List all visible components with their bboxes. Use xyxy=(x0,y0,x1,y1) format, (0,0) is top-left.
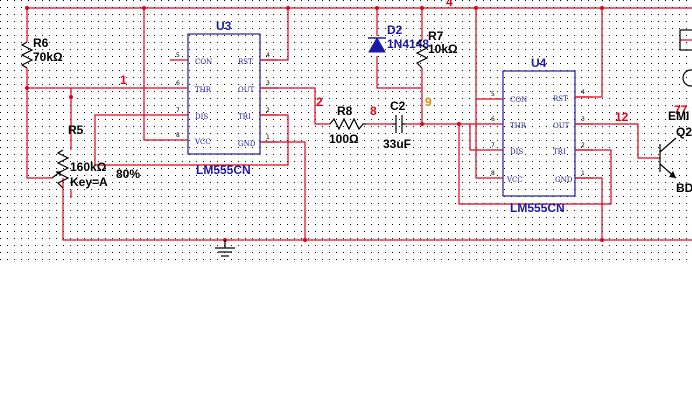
resistor-r8[interactable]: R8 100Ω xyxy=(329,104,366,146)
u4-pinnum-2: 2 xyxy=(581,142,585,149)
junctions xyxy=(25,6,604,242)
u3-pinnum-7: 7 xyxy=(176,107,180,114)
ic-u4[interactable]: U4 LM555CN CON THR DIS VCC RST OUT TRI G… xyxy=(485,56,593,215)
u3-pin-dis: DIS xyxy=(195,113,208,121)
potentiometer-r5[interactable]: R5 160kΩ Key=A 80% xyxy=(51,123,140,189)
diode-d2[interactable]: D2 1N4148 xyxy=(368,23,429,53)
q2-ref: Q2 xyxy=(676,125,692,139)
net-labels: 1 2 4 8 9 12 xyxy=(120,0,629,124)
dot-grid xyxy=(0,0,692,262)
ic-u3[interactable]: U3 LM555CN CON THR DIS VCC RST OUT TRI G… xyxy=(170,19,278,177)
u4-pinnum-7: 7 xyxy=(491,142,495,149)
net-label-4: 4 xyxy=(446,0,453,9)
r5-ref: R5 xyxy=(68,123,84,137)
capacitor-c2[interactable]: C2 33uF xyxy=(383,99,411,151)
r8-ref: R8 xyxy=(337,104,353,118)
d2-ref: D2 xyxy=(387,23,403,37)
transistor-q2[interactable]: 77 EMI Q2 BD xyxy=(659,103,692,195)
r5-percent: 80% xyxy=(116,167,140,181)
r7-value: 10kΩ xyxy=(428,42,458,56)
u3-pinnum-1: 1 xyxy=(266,134,270,141)
edge-components xyxy=(679,29,692,87)
ground-symbol xyxy=(215,240,235,257)
u4-pin-con: CON xyxy=(510,96,527,104)
u3-pin-tri: TRI xyxy=(238,113,251,121)
net-label-1: 1 xyxy=(120,73,127,87)
u3-pin-vcc: VCC xyxy=(194,138,211,146)
net-label-77: 77 xyxy=(674,103,688,117)
u3-pinnum-6: 6 xyxy=(176,80,180,87)
net-label-9: 9 xyxy=(425,95,432,109)
r6-value: 70kΩ xyxy=(33,50,63,64)
u3-pinnum-4: 4 xyxy=(266,52,270,59)
c2-value: 33uF xyxy=(383,137,411,151)
u3-pin-gnd: GND xyxy=(238,140,256,148)
u3-pin-thr: THR xyxy=(195,86,212,94)
u4-pinnum-5: 5 xyxy=(491,91,495,98)
r5-value: 160kΩ xyxy=(70,160,107,174)
u4-pinnum-6: 6 xyxy=(491,116,495,123)
u4-pin-thr: THR xyxy=(510,122,527,130)
net-label-8: 8 xyxy=(370,104,377,118)
u4-pin-vcc: VCC xyxy=(506,176,523,184)
r8-value: 100Ω xyxy=(329,132,359,146)
u3-pin-out: OUT xyxy=(238,86,255,94)
u4-pinnum-3: 3 xyxy=(581,116,585,123)
net-label-2: 2 xyxy=(316,95,323,109)
u4-pinnum-8: 8 xyxy=(491,170,495,177)
u3-pin-rst: RST xyxy=(238,58,253,66)
u3-ref: U3 xyxy=(216,19,232,33)
d2-part: 1N4148 xyxy=(387,37,429,51)
r7-ref: R7 xyxy=(428,29,444,43)
u3-pinnum-8: 8 xyxy=(176,132,180,139)
u4-pin-out: OUT xyxy=(553,122,570,130)
u4-pin-gnd: GND xyxy=(555,176,573,184)
u3-pin-con: CON xyxy=(195,58,212,66)
u4-pinnum-1: 1 xyxy=(581,170,585,177)
resistor-r7[interactable]: R7 10kΩ xyxy=(415,29,458,69)
u4-ref: U4 xyxy=(531,56,547,70)
resistor-r6[interactable]: R6 70kΩ xyxy=(20,36,63,69)
u3-pinnum-5: 5 xyxy=(176,52,180,59)
u4-pin-tri: TRI xyxy=(553,148,566,156)
u3-pinnum-2: 2 xyxy=(266,107,270,114)
u3-part: LM555CN xyxy=(196,163,251,177)
u3-pinnum-3: 3 xyxy=(266,80,270,87)
u4-pinnum-4: 4 xyxy=(581,89,585,96)
r5-key: Key=A xyxy=(70,175,108,189)
u4-pin-rst: RST xyxy=(553,95,568,103)
q2-part-fragment: EMI xyxy=(668,109,689,123)
r6-ref: R6 xyxy=(33,36,49,50)
c2-ref: C2 xyxy=(390,99,406,113)
u4-part: LM555CN xyxy=(510,201,565,215)
net-label-12: 12 xyxy=(615,110,629,124)
q2-extra-fragment: BD xyxy=(676,181,692,195)
u4-pin-dis: DIS xyxy=(510,148,523,156)
